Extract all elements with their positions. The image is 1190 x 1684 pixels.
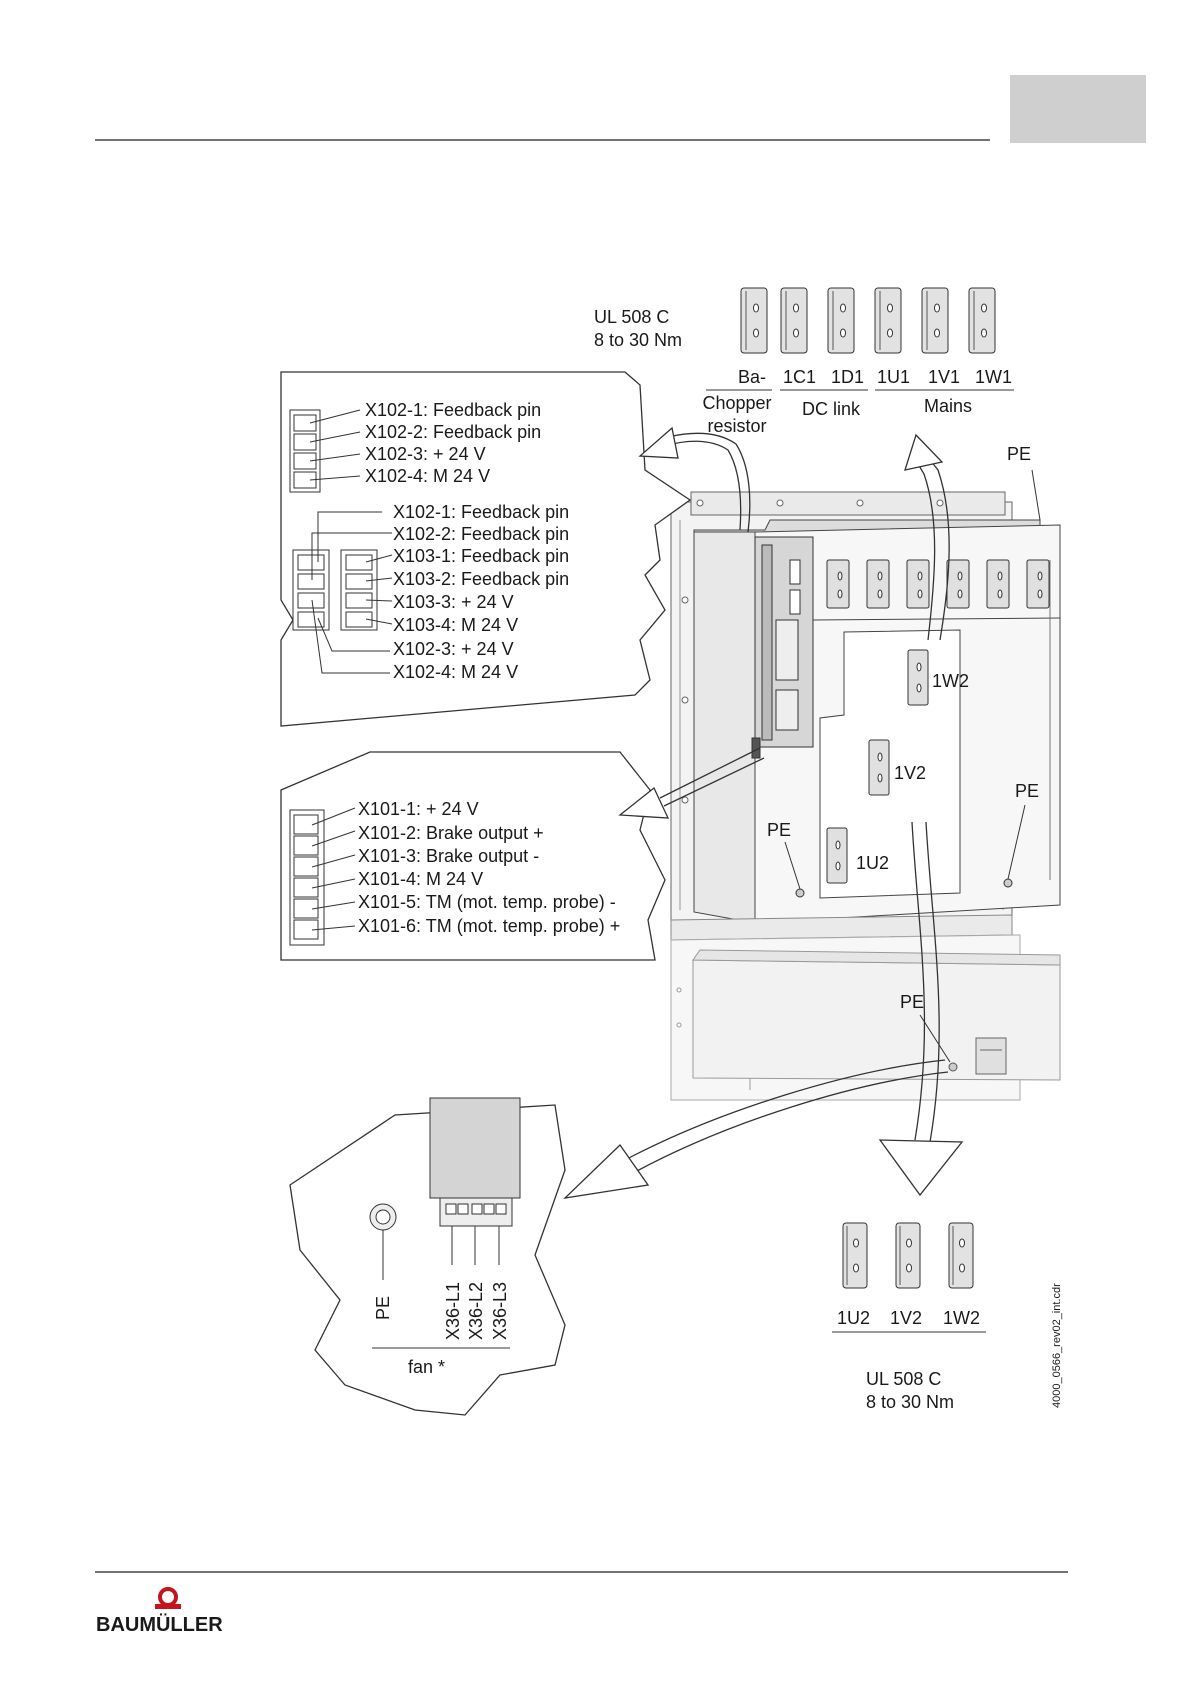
- fan-caption: fan *: [408, 1357, 445, 1377]
- x101-5: X101-5: TM (mot. temp. probe) -: [358, 892, 616, 912]
- converter-unit: [670, 491, 1061, 941]
- x103-3: X103-3: + 24 V: [393, 592, 514, 612]
- pe-label-left: PE: [767, 820, 791, 840]
- x101-6: X101-6: TM (mot. temp. probe) +: [358, 916, 620, 936]
- arrow-to-x101-callout: [618, 747, 765, 819]
- term-label-1w1: 1W1: [975, 367, 1012, 387]
- chapter-tab: [1010, 75, 1146, 143]
- x103-2: X103-2: Feedback pin: [393, 569, 569, 589]
- pe-label-top: PE: [1007, 444, 1031, 464]
- term-label-1c1: 1C1: [783, 367, 816, 387]
- callout-x102-x103: [280, 371, 692, 727]
- motor-label-1w2: 1W2: [932, 671, 969, 691]
- fan-x36-l1: X36-L1: [443, 1282, 463, 1340]
- group-chopper-line2: resistor: [707, 416, 766, 436]
- x102-a-4: X102-4: M 24 V: [365, 466, 490, 486]
- group-mains: Mains: [924, 396, 972, 416]
- baumuller-logo-text: BAUMÜLLER: [96, 1613, 223, 1636]
- x101-1: X101-1: + 24 V: [358, 799, 479, 819]
- top-terminal-lugs: [740, 287, 996, 354]
- x101-3: X101-3: Brake output -: [358, 846, 539, 866]
- pe-label-fan: PE: [900, 992, 924, 1012]
- pe-leader-top: [1031, 469, 1041, 521]
- bottom-spec-line2: 8 to 30 Nm: [866, 1392, 954, 1412]
- x103-4: X103-4: M 24 V: [393, 615, 518, 635]
- motor-label-1u2: 1U2: [856, 853, 889, 873]
- x102-a-3: X102-3: + 24 V: [365, 444, 486, 464]
- callout-x101: [280, 751, 666, 961]
- group-dclink: DC link: [802, 399, 861, 419]
- fan-x36-l2: X36-L2: [466, 1282, 486, 1340]
- top-spec-line2: 8 to 30 Nm: [594, 330, 682, 350]
- term-label-1u1: 1U1: [877, 367, 910, 387]
- bottom-spec-line1: UL 508 C: [866, 1369, 941, 1389]
- term-label-1v1: 1V1: [928, 367, 960, 387]
- drawing-id: 4000_0566_rev02_int.cdr: [1051, 1283, 1063, 1408]
- arrow-to-fan-callout: [563, 1059, 949, 1199]
- pe-label-right: PE: [1015, 781, 1039, 801]
- term-label-1d1: 1D1: [831, 367, 864, 387]
- fan-pe: PE: [373, 1296, 393, 1320]
- pe-leader-left: [784, 841, 801, 890]
- baumuller-logo-mark: [155, 1587, 181, 1609]
- x102-b-1: X102-1: Feedback pin: [393, 502, 569, 522]
- bottom-term-1w2: 1W2: [943, 1308, 980, 1328]
- top-spec-line1: UL 508 C: [594, 307, 669, 327]
- pe-leader-right: [1007, 804, 1026, 880]
- arrow-to-bottom-terminals: [878, 821, 964, 1197]
- x101-4: X101-4: M 24 V: [358, 869, 483, 889]
- callout-fan: [289, 1097, 566, 1416]
- term-label-ba: Ba-: [738, 367, 766, 387]
- arrow-to-mains: [904, 433, 950, 641]
- x102-b-4: X102-4: M 24 V: [393, 662, 518, 682]
- fan-housing: [670, 934, 1061, 1101]
- device-terminal-row: [826, 559, 1050, 609]
- group-chopper-line1: Chopper: [702, 393, 771, 413]
- x102-b-3: X102-3: + 24 V: [393, 639, 514, 659]
- bottom-term-1v2: 1V2: [890, 1308, 922, 1328]
- x103-1: X103-1: Feedback pin: [393, 546, 569, 566]
- bottom-term-1u2: 1U2: [837, 1308, 870, 1328]
- x102-a-2: X102-2: Feedback pin: [365, 422, 541, 442]
- x102-a-1: X102-1: Feedback pin: [365, 400, 541, 420]
- bottom-terminal-lugs: [842, 1222, 974, 1289]
- arrow-to-x102-callout: [638, 426, 751, 533]
- x102-b-2: X102-2: Feedback pin: [393, 524, 569, 544]
- x101-2: X101-2: Brake output +: [358, 823, 544, 843]
- motor-label-1v2: 1V2: [894, 763, 926, 783]
- fan-x36-l3: X36-L3: [490, 1282, 510, 1340]
